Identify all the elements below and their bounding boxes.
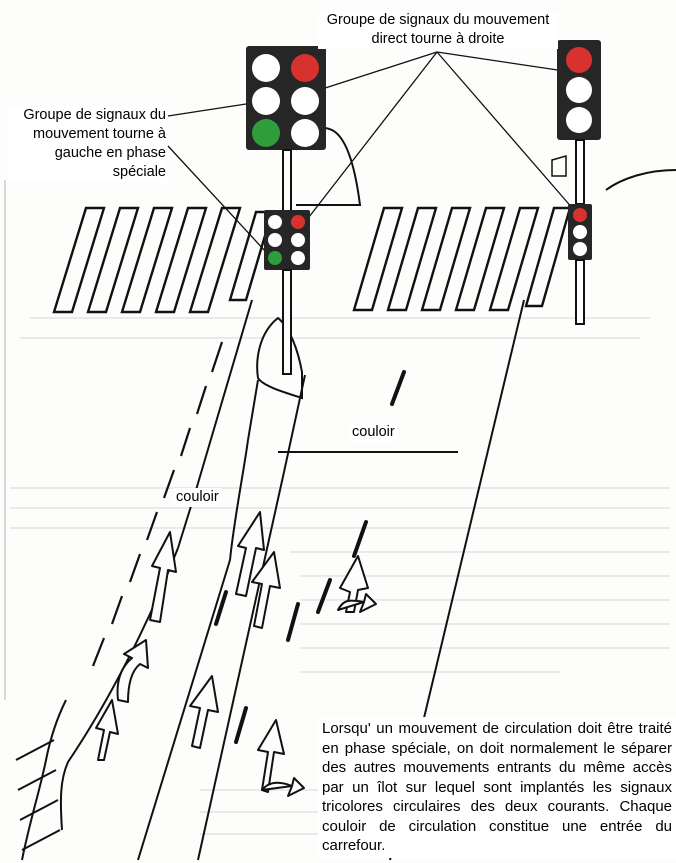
dashed-lane-line (91, 341, 224, 667)
lamp-off-icon (573, 225, 587, 239)
lamp-off-icon (573, 242, 587, 256)
lamp-off-icon (566, 107, 592, 133)
red-lamp-icon (566, 47, 592, 73)
label-left-turn-group: Groupe de signaux du mouvement tourne à … (8, 106, 166, 182)
signal-head-through-right-large (551, 40, 601, 205)
crosswalk-right (352, 206, 572, 312)
red-lamp-icon (291, 215, 305, 229)
crosswalk-left (52, 206, 274, 314)
leader-lines (167, 51, 575, 253)
lamp-off-icon (566, 77, 592, 103)
label-lane-1: couloir (350, 423, 397, 442)
signal-head-left-turn-large (246, 46, 326, 213)
label-lane-2: couloir (174, 488, 221, 507)
lamp-off-icon (252, 54, 280, 82)
lamp-off-icon (291, 233, 305, 247)
traffic-island (256, 126, 676, 400)
lamp-off-icon (291, 119, 319, 147)
lane-markings (214, 370, 406, 744)
lamp-off-icon (291, 251, 305, 265)
signal-head-through-right-small (568, 204, 592, 325)
road-arrows (95, 511, 377, 797)
green-lamp-icon (252, 119, 280, 147)
explanatory-note: Lorsqu' un mouvement de circulation doit… (318, 717, 676, 858)
lamp-off-icon (268, 215, 282, 229)
red-lamp-icon (573, 208, 587, 222)
label-through-right-group: Groupe de signaux du mouvement direct to… (318, 11, 558, 49)
green-lamp-icon (268, 251, 282, 265)
lamp-off-icon (252, 87, 280, 115)
lamp-off-icon (268, 233, 282, 247)
signal-head-left-turn-small (264, 210, 310, 375)
red-lamp-icon (291, 54, 319, 82)
lamp-off-icon (291, 87, 319, 115)
